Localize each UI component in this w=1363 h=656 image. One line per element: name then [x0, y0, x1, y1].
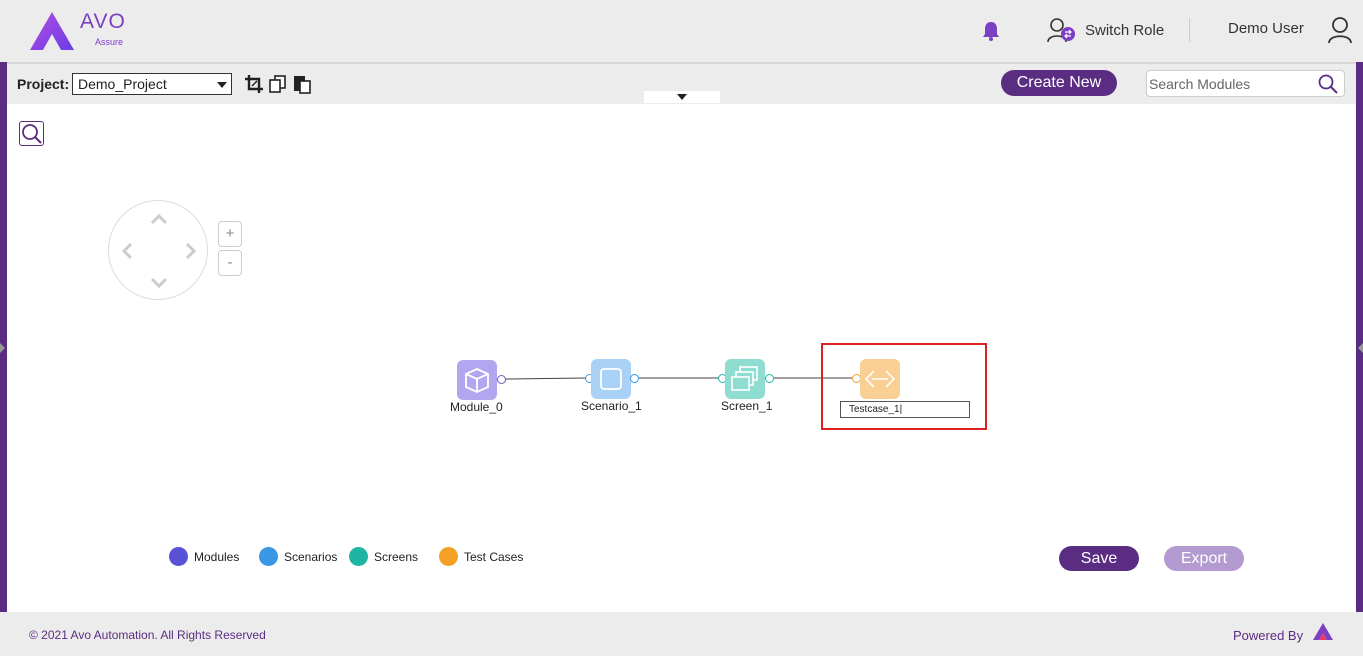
screen-node-out-port[interactable] — [765, 374, 774, 383]
scenario-node[interactable] — [591, 359, 631, 399]
legend-scenarios-label: Scenarios — [284, 549, 338, 564]
pan-right-icon[interactable] — [185, 242, 197, 260]
legend-modules: Modules — [169, 547, 239, 566]
scenario-node-label: Scenario_1 — [581, 399, 642, 413]
copy-icon[interactable] — [268, 74, 288, 94]
right-collapse-arrow-icon[interactable] — [1358, 343, 1363, 353]
zoom-out-button[interactable]: - — [218, 250, 242, 276]
switch-role-icon — [1047, 18, 1075, 43]
pan-left-icon[interactable] — [121, 242, 133, 260]
link-module-scenario — [504, 377, 587, 380]
pan-arrows — [121, 213, 197, 289]
avo-small-logo-icon — [1313, 623, 1333, 640]
export-button[interactable]: Export — [1164, 546, 1244, 571]
legend-screens-dot — [349, 547, 368, 566]
screen-node-label: Screen_1 — [721, 399, 773, 413]
zoom-in-button[interactable]: + — [218, 221, 242, 247]
legend-scenarios-dot — [259, 547, 278, 566]
copyright-text: © 2021 Avo Automation. All Rights Reserv… — [29, 628, 266, 642]
switch-role-label: Switch Role — [1085, 21, 1165, 39]
module-node-port[interactable] — [497, 375, 506, 384]
canvas-search-button[interactable] — [19, 121, 44, 146]
left-collapse-arrow-icon[interactable] — [0, 343, 5, 353]
powered-by-text: Powered By — [1233, 628, 1304, 643]
header-divider — [1189, 18, 1190, 42]
screens-icon — [731, 366, 758, 391]
highlight-box — [821, 343, 987, 430]
module-node-label: Module_0 — [450, 400, 503, 414]
left-frame-bar — [0, 62, 7, 612]
notification-bell-icon[interactable] — [980, 20, 1002, 42]
pan-up-icon[interactable] — [150, 213, 168, 225]
testcase-name-input[interactable]: Testcase_1| — [840, 401, 970, 418]
legend-testcases: Test Cases — [439, 547, 523, 566]
project-select[interactable]: Demo_Project — [72, 73, 232, 95]
module-node[interactable] — [457, 360, 497, 400]
legend-modules-label: Modules — [194, 549, 240, 564]
user-profile-icon[interactable] — [1327, 16, 1353, 44]
collapse-toolbar-toggle[interactable] — [644, 91, 720, 103]
project-toolbar: Project: Demo_Project Create New — [7, 62, 1356, 104]
square-icon — [600, 368, 622, 390]
search-icon[interactable] — [1318, 74, 1338, 94]
testcase-node[interactable] — [860, 359, 900, 399]
legend-testcases-label: Test Cases — [464, 549, 524, 564]
logo-text: AVO — [80, 10, 126, 33]
mindmap-canvas[interactable] — [7, 62, 1356, 612]
screen-node[interactable] — [725, 359, 765, 399]
paste-icon[interactable] — [292, 74, 312, 94]
create-new-button[interactable]: Create New — [1001, 70, 1117, 96]
legend-modules-dot — [169, 547, 188, 566]
avo-logo-icon — [30, 12, 74, 50]
app-header: AVO Assure Switch Role Demo User — [0, 0, 1363, 62]
save-button[interactable]: Save — [1059, 546, 1139, 571]
project-select-value: Demo_Project — [78, 76, 167, 92]
search-modules-input[interactable] — [1149, 74, 1314, 94]
user-name[interactable]: Demo User — [1228, 20, 1304, 37]
logo-subtext: Assure — [95, 37, 124, 47]
caret-down-icon — [677, 94, 687, 100]
pan-down-icon[interactable] — [150, 277, 168, 289]
crop-icon[interactable] — [244, 74, 264, 94]
switch-role-button[interactable]: Switch Role — [1047, 15, 1164, 45]
legend-testcases-dot — [439, 547, 458, 566]
search-icon — [22, 124, 42, 144]
search-modules-box — [1146, 70, 1345, 97]
chevron-down-icon — [217, 82, 227, 88]
pan-navigation-pad — [108, 200, 208, 300]
legend-screens-label: Screens — [374, 549, 419, 564]
code-arrows-icon — [864, 370, 896, 388]
cube-icon — [465, 368, 489, 393]
right-frame-bar — [1356, 62, 1363, 612]
app-footer: © 2021 Avo Automation. All Rights Reserv… — [0, 612, 1363, 656]
project-label: Project: — [17, 76, 70, 92]
scenario-node-out-port[interactable] — [630, 374, 639, 383]
legend-screens: Screens — [349, 547, 418, 566]
legend-scenarios: Scenarios — [259, 547, 337, 566]
